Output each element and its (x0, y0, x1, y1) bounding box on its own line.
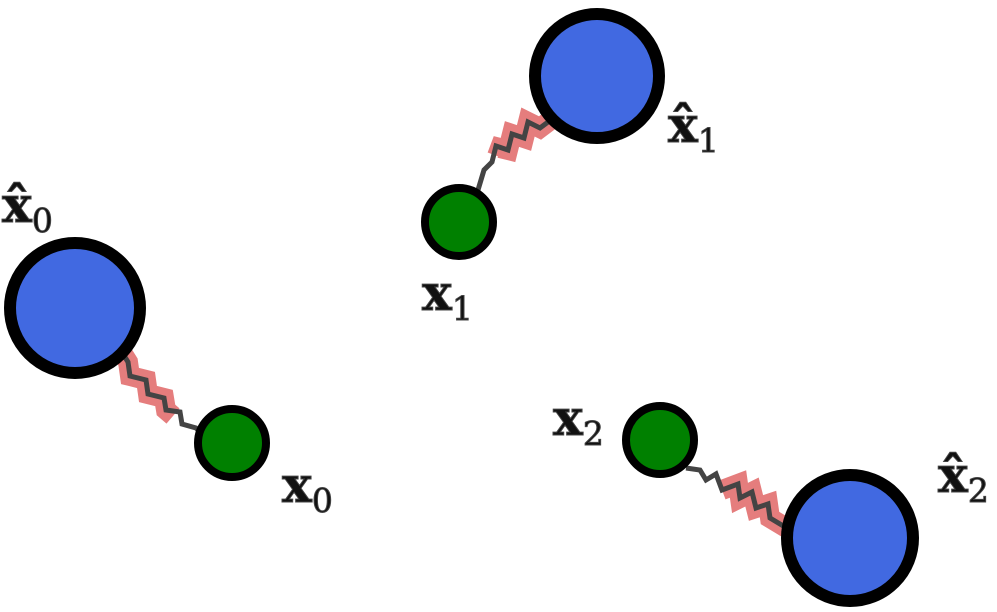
target-symbol-0: x̂ (2, 175, 33, 234)
target-index-1: 1 (698, 121, 719, 160)
target-node-0 (4, 237, 146, 379)
target-label-2: x̂2 (938, 445, 989, 510)
pair-2: x̂2 x2 (553, 388, 989, 607)
target-index-2: 2 (968, 471, 989, 510)
target-node-2 (781, 469, 919, 607)
source-index-2: 2 (583, 414, 604, 453)
source-label-1: x1 (422, 263, 473, 328)
source-node-0 (194, 405, 270, 481)
source-symbol-0: x (282, 455, 313, 514)
spring-0 (115, 344, 204, 436)
target-symbol-1: x̂ (668, 95, 699, 154)
target-label-1: x̂1 (668, 95, 719, 160)
target-index-0: 0 (32, 201, 53, 240)
target-node-1 (529, 8, 665, 144)
source-node-2 (622, 402, 698, 478)
source-node-1 (421, 184, 497, 260)
source-label-2: x2 (553, 388, 604, 453)
source-index-1: 1 (452, 289, 473, 328)
source-label-0: x0 (282, 455, 333, 520)
pair-1: x̂1 x1 (421, 8, 719, 329)
target-label-0: x̂0 (2, 175, 53, 240)
pair-0: x̂0 x0 (2, 175, 334, 521)
spring-2 (685, 465, 792, 533)
source-symbol-2: x (553, 388, 584, 447)
source-index-0: 0 (312, 481, 333, 520)
target-symbol-2: x̂ (938, 445, 969, 504)
spring-1 (475, 114, 558, 191)
source-symbol-1: x (422, 263, 453, 322)
